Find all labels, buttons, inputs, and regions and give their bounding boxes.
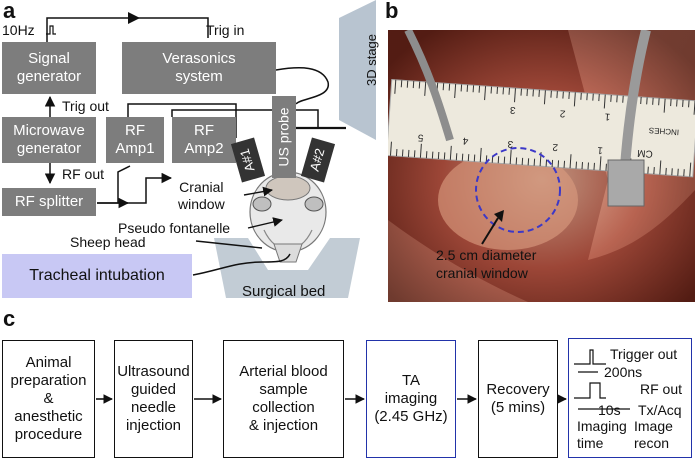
splitter-branch-1: [117, 165, 131, 203]
workflow-step-1: Animal preparation & anesthetic procedur…: [2, 340, 95, 458]
cranial-window-arrow: [243, 186, 273, 197]
image-recon-label: Image recon: [634, 418, 673, 451]
sheep-head-pointer: [195, 240, 263, 249]
trigger-out-label: Trigger out: [610, 346, 678, 362]
tx-acq-label: Tx/Acq: [638, 402, 682, 418]
panel-label-b: b: [385, 0, 399, 23]
duration-10s-label: 10s: [598, 402, 621, 418]
splitter-to-amp2: [97, 172, 173, 204]
workflow-step-label: Animal preparation & anesthetic procedur…: [10, 354, 87, 443]
trigger-arrow-icon: [128, 12, 140, 24]
workflow-step-3: Arterial blood sample collection & injec…: [223, 340, 344, 458]
sheep-head-icon: [249, 171, 327, 263]
pulse-200ns-label: 200ns: [604, 364, 643, 380]
surgical-photo: [388, 30, 695, 302]
workflow-step-label: TA imaging (2.45 GHz): [374, 372, 448, 425]
surgical-bed-label: Surgical bed: [242, 283, 326, 300]
retractor-clamp: [607, 159, 645, 207]
cranial-window-circle: [475, 147, 561, 233]
surgical-bed-body: [214, 238, 360, 298]
trigger-in-line: [46, 17, 209, 42]
workflow-step-label: Ultrasound guided needle injection: [117, 363, 190, 434]
imaging-time-label: Imaging time: [577, 418, 627, 451]
rf-out-label: RF out: [62, 166, 105, 182]
panel-label-c: c: [3, 306, 16, 331]
workflow-step-2: Ultrasound guided needle injection: [114, 340, 193, 458]
trig-in-label: Trig in: [206, 22, 245, 38]
amp2-to-antenna2: [171, 109, 319, 128]
retractor-left: [404, 30, 454, 142]
intubation-tube: [192, 253, 291, 276]
rf-splitter-box: RF splitter: [2, 188, 96, 216]
sheep-head-label: Sheep head: [70, 234, 146, 250]
us-probe-box: US probe: [272, 96, 296, 178]
workflow-step-5: Recovery (5 mins): [478, 340, 558, 458]
pseudo-fontanelle-label: Pseudo fontanelle: [118, 220, 231, 236]
clock-label: 10Hz: [2, 22, 35, 38]
panel-label-a: a: [3, 0, 16, 23]
rf-out-timing-label: RF out: [640, 381, 683, 397]
timing-diagram: [574, 349, 630, 410]
tracheal-intubation-box: Tracheal intubation: [2, 254, 192, 298]
ruler: [388, 79, 695, 178]
timing-box: [568, 338, 692, 458]
stage-3d-body: [339, 0, 376, 140]
trig-out-label: Trig out: [62, 98, 109, 114]
workflow-step-label: Arterial blood sample collection & injec…: [239, 363, 328, 434]
workflow-step-4: TA imaging (2.45 GHz): [366, 340, 456, 458]
amp1-to-antenna1: [127, 103, 237, 138]
workflow-step-label: Recovery (5 mins): [486, 381, 550, 416]
verasonics-cable: [275, 67, 329, 105]
clock-pulse-icon: [46, 25, 56, 35]
fontanelle-arrow: [247, 217, 283, 229]
